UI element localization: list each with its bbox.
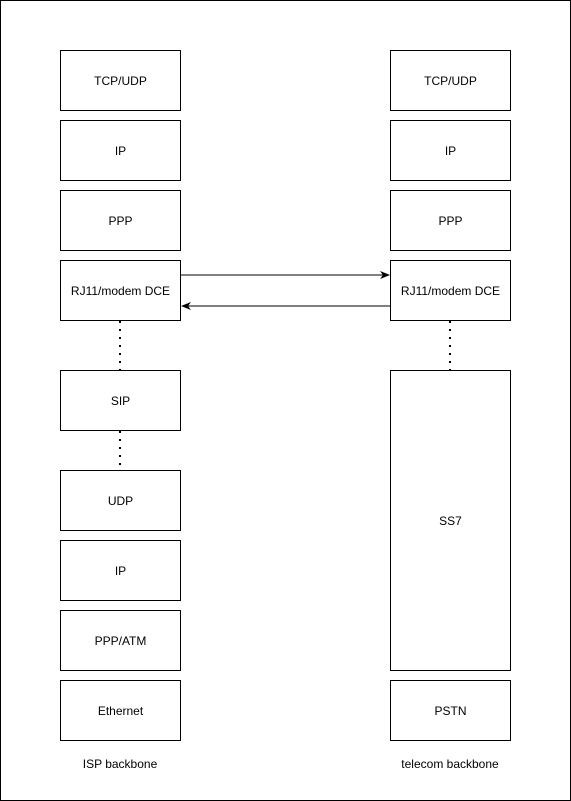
telecom-layer-modem-dce: RJ11/modem DCE <box>390 260 511 321</box>
isp-backbone-caption: ISP backbone <box>82 757 158 771</box>
telecom-backbone-caption: telecom backbone <box>401 757 499 771</box>
isp-layer-udp: UDP <box>60 470 181 531</box>
isp-layer-ppp: PPP <box>60 190 181 251</box>
isp-layer-tcp-udp: TCP/UDP <box>60 50 181 111</box>
telecom-layer-ss7: SS7 <box>390 370 511 671</box>
telecom-layer-tcp-udp: TCP/UDP <box>390 50 511 111</box>
isp-layer-ip: IP <box>60 120 181 181</box>
isp-layer-sip: SIP <box>60 370 181 431</box>
isp-layer-ethernet: Ethernet <box>60 680 181 741</box>
isp-layer-ip-lower: IP <box>60 540 181 601</box>
telecom-layer-ip: IP <box>390 120 511 181</box>
telecom-layer-ppp: PPP <box>390 190 511 251</box>
telecom-layer-pstn: PSTN <box>390 680 511 741</box>
isp-layer-modem-dce: RJ11/modem DCE <box>60 260 181 321</box>
isp-layer-ppp-atm: PPP/ATM <box>60 610 181 671</box>
